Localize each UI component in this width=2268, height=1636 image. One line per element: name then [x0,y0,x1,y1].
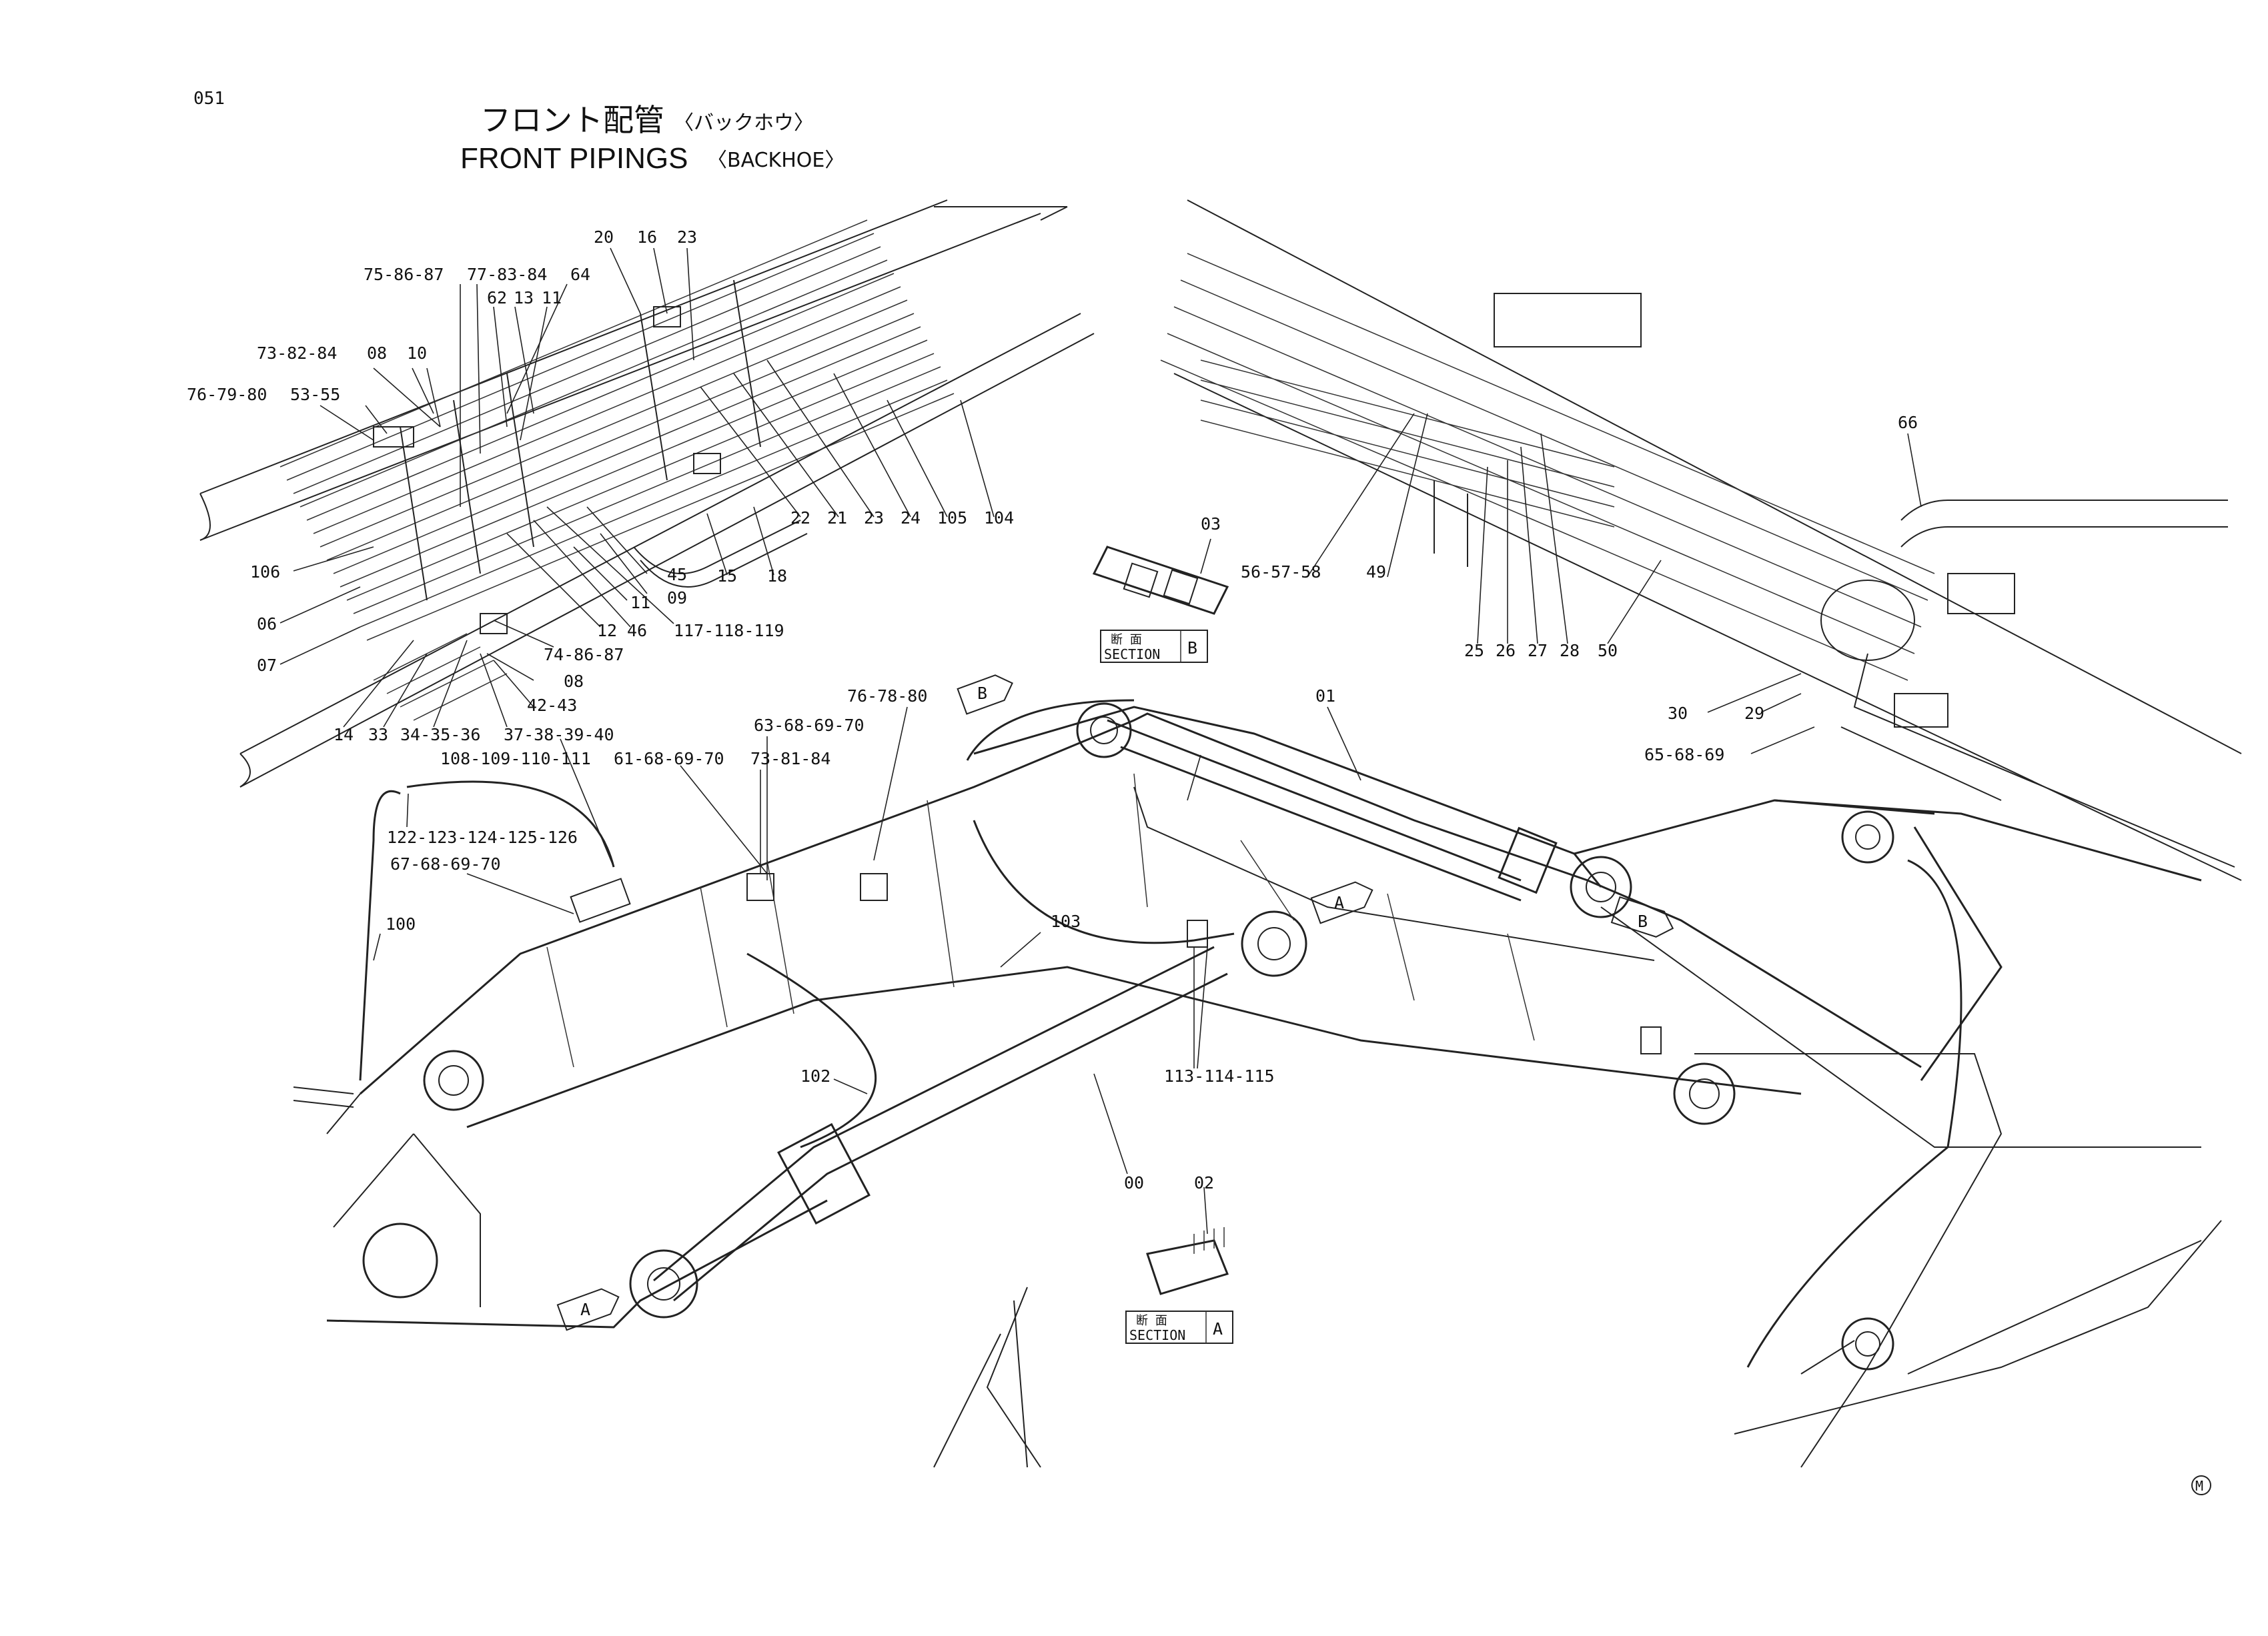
part-label: 73-82-84 [257,343,337,363]
title-japanese: フロント配管 〈バックホウ〉 [480,102,814,138]
svg-text:SECTION: SECTION [1104,646,1160,662]
svg-text:A: A [1334,893,1344,912]
part-label: 28 [1560,641,1580,660]
part-label: 76-79-80 [187,385,267,404]
part-label: 00 [1124,1173,1144,1192]
part-label: 117-118-119 [674,621,784,640]
part-label: 08 [564,672,584,691]
detail-boom-foot-piping [1160,199,2242,881]
part-label: 13 [514,288,534,307]
part-label: 18 [767,566,787,586]
part-label: 50 [1598,641,1618,660]
svg-text:SECTION: SECTION [1129,1327,1185,1343]
part-label: 26 [1496,641,1516,660]
part-label: 16 [637,227,657,247]
part-label: 65-68-69 [1644,745,1724,764]
part-label: 27 [1528,641,1548,660]
svg-text:M: M [2195,1478,2203,1494]
part-label: 09 [667,588,687,608]
part-label: 46 [627,621,647,640]
svg-text:FRONT PIPINGS: FRONT PIPINGS [460,142,688,175]
part-label: 11 [542,288,562,307]
part-label: 01 [1315,686,1335,706]
part-label: 77-83-84 [467,265,547,284]
part-label: 42-43 [527,696,577,715]
part-label: 15 [717,566,737,586]
svg-text:B: B [977,684,987,703]
svg-text:〈BACKHOE〉: 〈BACKHOE〉 [707,149,844,172]
part-label: 29 [1744,704,1764,723]
view-arrow-b-lower: B [1610,896,1674,938]
part-label: 61-68-69-70 [614,749,724,768]
view-arrow-b-upper: B [957,674,1013,715]
svg-text:A: A [1213,1319,1223,1339]
part-label: 53-55 [290,385,340,404]
svg-text:断 面: 断 面 [1136,1314,1167,1328]
svg-text:A: A [580,1300,590,1319]
part-label: 45 [667,565,687,584]
section-a-diagram [1146,1227,1229,1295]
part-label: 113-114-115 [1164,1066,1275,1086]
boom-assembly [293,699,2222,1468]
pipe-bundle-upper [279,219,955,641]
svg-text:B: B [1638,912,1648,931]
detail-arm-end-piping [199,199,1095,788]
part-label: 24 [901,508,921,528]
part-label: 23 [864,508,884,528]
part-label: 75-86-87 [364,265,444,284]
part-label: 23 [677,227,697,247]
leader-lines [279,247,1922,1235]
svg-text:B: B [1187,638,1197,658]
svg-text:フロント配管: フロント配管 [480,102,664,138]
part-label: 14 [334,725,354,744]
section-b-diagram [1092,546,1229,615]
section-b-tag: 断 面 SECTION B [1100,630,1208,663]
part-label: 102 [800,1066,830,1086]
part-label: 66 [1898,413,1918,432]
part-label: 106 [250,562,280,582]
part-label: 21 [827,508,847,528]
part-label: 73-81-84 [750,749,830,768]
view-arrow-a-lower: A [556,1288,620,1331]
part-label: 122-123-124-125-126 [387,828,578,847]
part-label: 100 [386,914,416,934]
part-label: 08 [367,343,387,363]
part-label: 56-57-58 [1241,562,1321,582]
part-label: 06 [257,614,277,634]
part-label: 22 [790,508,810,528]
part-label: 103 [1051,912,1081,931]
part-label: 33 [368,725,388,744]
svg-text:断 面: 断 面 [1111,633,1142,647]
title-english: FRONT PIPINGS 〈BACKHOE〉 [460,142,844,175]
part-label: 02 [1194,1173,1214,1192]
view-arrow-a-upper: A [1310,881,1373,924]
svg-text:〈バックホウ〉: 〈バックホウ〉 [674,111,814,135]
part-label: 63-68-69-70 [754,716,865,735]
part-label: 105 [937,508,967,528]
part-label: 64 [570,265,590,284]
part-label: 03 [1201,514,1221,534]
section-a-tag: 断 面 SECTION A [1125,1311,1233,1344]
part-label: 12 [597,621,617,640]
part-label: 76-78-80 [847,686,927,706]
part-label: 108-109-110-111 [440,749,591,768]
part-label: 62 [487,288,507,307]
part-label: 104 [984,508,1014,528]
part-label: 11 [630,593,650,612]
part-labels: 20 16 23 75-86-87 77-83-84 64 62 13 11 7… [187,227,1918,1192]
part-label: 34-35-36 [400,725,480,744]
part-label: 30 [1668,704,1688,723]
trademark-mark: M [2191,1475,2211,1495]
part-label: 07 [257,656,277,675]
part-label: 20 [594,227,614,247]
part-label: 49 [1366,562,1386,582]
page-number: 051 [193,89,225,109]
part-label: 37-38-39-40 [504,725,614,744]
part-label: 67-68-69-70 [390,854,501,874]
part-label: 74-86-87 [544,645,624,664]
part-label: 25 [1464,641,1484,660]
part-label: 10 [407,343,427,363]
